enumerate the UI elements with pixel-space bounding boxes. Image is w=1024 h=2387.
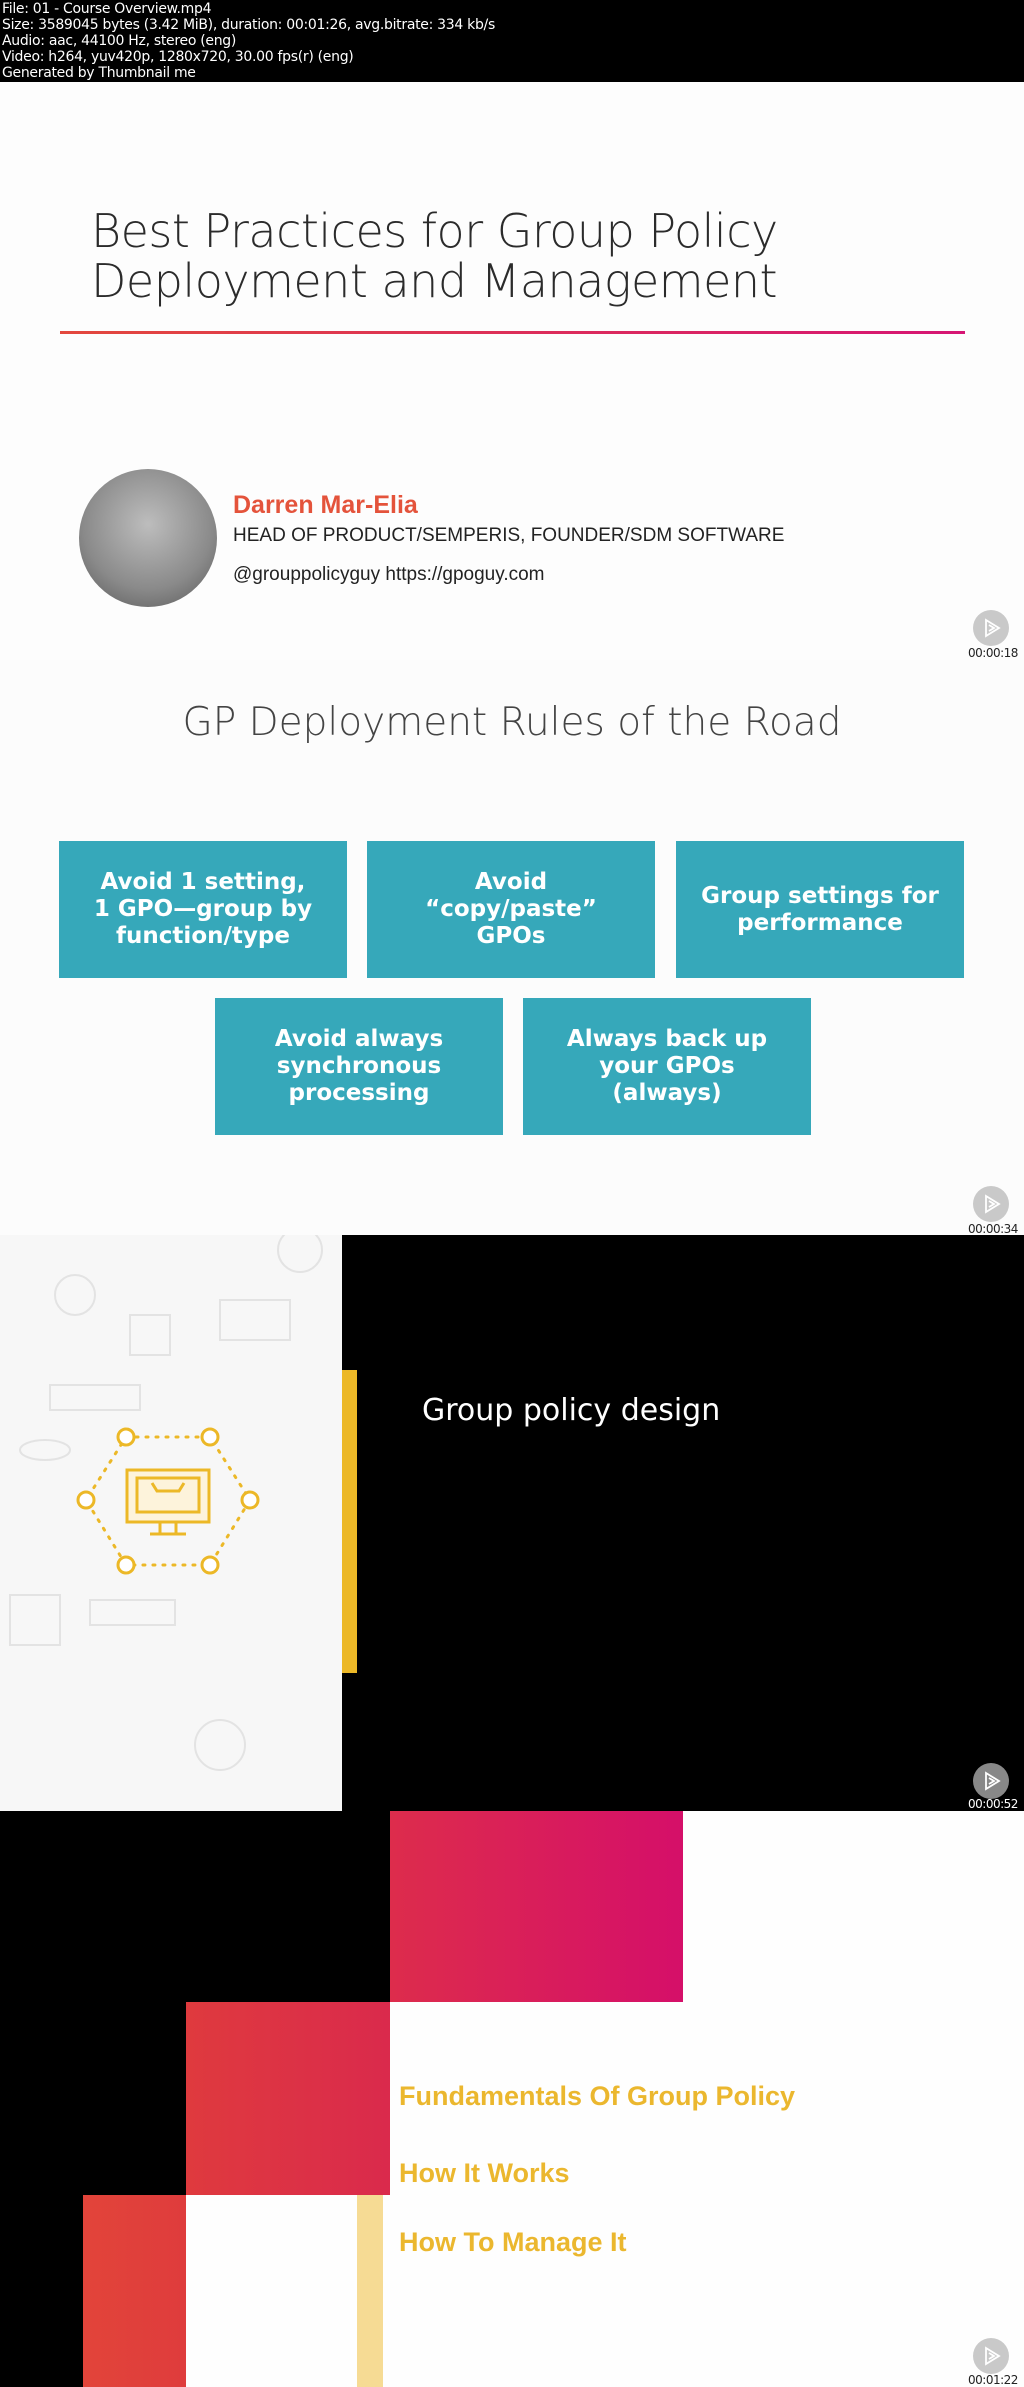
author-contact: @grouppolicyguy https://gpoguy.com bbox=[233, 564, 545, 585]
file-info-header: File: 01 - Course Overview.mp4 Size: 358… bbox=[0, 0, 1024, 82]
author-avatar bbox=[79, 469, 217, 607]
black-block bbox=[0, 2195, 83, 2387]
rule-box: Avoid always synchronous processing bbox=[215, 998, 503, 1135]
info-line: File: 01 - Course Overview.mp4 bbox=[2, 1, 212, 17]
accent-bar bbox=[342, 1370, 357, 1673]
agenda-item: How It Works bbox=[399, 2158, 570, 2188]
timestamp: 00:00:18 bbox=[968, 646, 1018, 660]
network-monitor-icon bbox=[9, 1235, 323, 1771]
play-icon[interactable] bbox=[973, 1763, 1009, 1799]
play-icon[interactable] bbox=[973, 2338, 1009, 2374]
info-line: Generated by Thumbnail me bbox=[2, 65, 196, 81]
title-line: Deployment and Management bbox=[91, 254, 778, 308]
agenda-item: Fundamentals Of Group Policy bbox=[399, 2081, 796, 2111]
agenda-item: How To Manage It bbox=[399, 2227, 627, 2257]
thumbnail-frame-4: Fundamentals Of Group Policy How It Work… bbox=[0, 1811, 1024, 2387]
black-block bbox=[0, 1811, 390, 2002]
icon-pattern-panel bbox=[0, 1235, 342, 1811]
info-line: Audio: aac, 44100 Hz, stereo (eng) bbox=[2, 33, 237, 49]
title-line: Best Practices for Group Policy bbox=[91, 204, 778, 258]
rule-box: Avoid “copy/paste” GPOs bbox=[367, 841, 655, 978]
thumbnail-frame-2: GP Deployment Rules of the Road Avoid 1 … bbox=[0, 660, 1024, 1235]
info-line: Size: 3589045 bytes (3.42 MiB), duration… bbox=[2, 17, 495, 33]
play-icon[interactable] bbox=[973, 1186, 1009, 1222]
play-icon[interactable] bbox=[973, 610, 1009, 646]
timestamp: 00:00:52 bbox=[968, 1797, 1018, 1811]
rule-box: Always back up your GPOs (always) bbox=[523, 998, 811, 1135]
rule-box: Avoid 1 setting, 1 GPO—group by function… bbox=[59, 841, 347, 978]
black-block bbox=[0, 2002, 186, 2195]
thumbnail-frame-3: Group policy design 00:00:52 bbox=[0, 1235, 1024, 1811]
thumbnail-frame-1: Best Practices for Group Policy Deployme… bbox=[0, 82, 1024, 660]
author-name: Darren Mar-Elia bbox=[233, 491, 418, 519]
slide-title: GP Deployment Rules of the Road bbox=[182, 700, 842, 745]
author-role: HEAD OF PRODUCT/SEMPERIS, FOUNDER/SDM SO… bbox=[233, 525, 785, 546]
section-heading: Group policy design bbox=[422, 1393, 721, 1428]
pink-block bbox=[390, 1811, 683, 2002]
course-title: Best Practices for Group Policy Deployme… bbox=[91, 206, 778, 306]
timestamp: 00:00:34 bbox=[968, 1222, 1018, 1235]
timestamp: 00:01:22 bbox=[968, 2373, 1018, 2387]
info-line: Video: h264, yuv420p, 1280x720, 30.00 fp… bbox=[2, 49, 354, 65]
rule-box: Group settings for performance bbox=[676, 841, 964, 978]
red-block bbox=[186, 2002, 390, 2195]
pale-yellow-bar bbox=[357, 2195, 383, 2387]
red-block bbox=[83, 2195, 186, 2387]
gradient-divider bbox=[60, 331, 965, 334]
